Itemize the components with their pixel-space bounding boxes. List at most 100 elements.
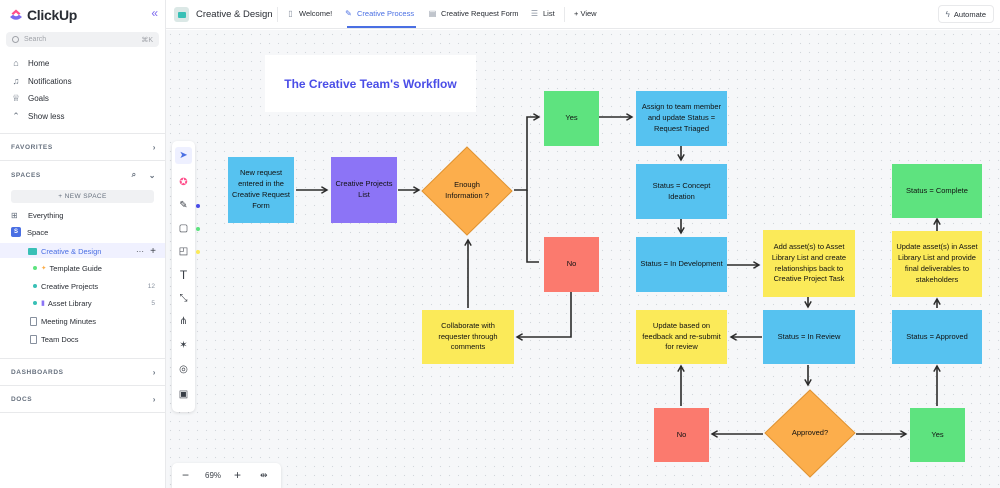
flow-node-concept-ideation[interactable]: Status = Concept Ideation: [636, 164, 727, 219]
zoom-in-button[interactable]: +: [234, 468, 242, 482]
connector-tool-icon[interactable]: ⤡: [179, 293, 188, 304]
whiteboard-toolbar: ➤ ✪ ✎ ▢ ◰ T ⤡ ⋔ ✶ ◎ ▣: [172, 141, 195, 412]
nav-goals[interactable]: ♕ Goals: [11, 91, 161, 105]
automate-button[interactable]: ϟ Automate: [937, 5, 994, 23]
app-name: ClickUp: [27, 7, 78, 23]
doc-icon: ▯: [288, 9, 293, 18]
chevron-right-icon: ›: [152, 143, 156, 152]
chevron-down-icon[interactable]: ⌄: [148, 170, 156, 180]
tab-label: Welcome!: [299, 9, 333, 18]
globe-tool-icon[interactable]: ◎: [179, 364, 188, 375]
flow-node-complete[interactable]: Status = Complete: [892, 164, 982, 218]
flow-decision-enough-info[interactable]: Enough Information ?: [420, 145, 514, 237]
flow-node-update-feedback[interactable]: Update based on feedback and re-submit f…: [636, 310, 727, 364]
home-icon: ⌂: [13, 58, 19, 68]
diamond-shape: [764, 389, 856, 478]
nav-show-less[interactable]: ⌃ Show less: [11, 109, 161, 123]
automate-label: Automate: [953, 9, 986, 19]
tab-creative-process[interactable]: ✎ Creative Process: [344, 9, 414, 18]
logo[interactable]: ClickUp «: [8, 6, 158, 24]
nav-home[interactable]: ⌂ Home: [11, 56, 161, 70]
more-icon[interactable]: ···: [136, 246, 144, 256]
tab-list[interactable]: ☰ List: [530, 9, 555, 18]
add-icon[interactable]: +: [150, 245, 156, 257]
divider: [564, 7, 565, 22]
spaces-header[interactable]: SPACES ⌕ ⌄: [11, 170, 156, 180]
whiteboard-title[interactable]: The Creative Team's Workflow: [265, 55, 476, 112]
space-title[interactable]: Creative & Design: [196, 9, 273, 20]
folder-label: Creative & Design: [41, 246, 102, 256]
list-count: 12: [147, 282, 155, 290]
collapse-sidebar-icon[interactable]: «: [151, 6, 158, 20]
status-dot: [33, 284, 37, 288]
status-dot: [33, 266, 37, 270]
color-dot: [196, 250, 200, 254]
image-tool-icon[interactable]: ▣: [178, 389, 189, 400]
list-item[interactable]: Creative Projects 12: [33, 279, 155, 293]
sidebar: ClickUp « Search ⌘K ⌂ Home ♫ Notificatio…: [0, 0, 166, 488]
tab-label: List: [543, 9, 555, 18]
flow-node-in-review[interactable]: Status = In Review: [763, 310, 855, 364]
sidebar-item-everything[interactable]: ⊞ Everything: [11, 208, 161, 222]
grid-icon: ⊞: [11, 210, 18, 220]
active-folder-highlight: [0, 243, 165, 258]
flow-node-assign[interactable]: Assign to team member and update Status …: [636, 91, 727, 146]
status-dot: [33, 301, 37, 305]
nav-goals-label: Goals: [28, 93, 49, 103]
divider: [277, 7, 278, 22]
book-icon: ▮: [41, 300, 45, 307]
flow-node-no[interactable]: No: [654, 408, 709, 462]
diamond-shape: [421, 146, 513, 236]
divider: [0, 358, 165, 359]
flow-node-in-development[interactable]: Status = In Development: [636, 237, 727, 292]
tab-welcome[interactable]: ▯ Welcome!: [286, 9, 332, 18]
zoom-out-button[interactable]: −: [182, 468, 190, 482]
list-item[interactable]: ▮ Asset Library 5: [33, 296, 155, 310]
dashboards-header[interactable]: DASHBOARDS ›: [11, 368, 156, 377]
bell-icon: ♫: [12, 76, 20, 86]
magic-tool-icon[interactable]: ✶: [179, 340, 188, 351]
bolt-icon: ϟ: [945, 9, 950, 19]
ai-tool-icon[interactable]: ✪: [179, 177, 188, 188]
sidebar-item-creative-design[interactable]: Creative & Design ··· +: [28, 244, 156, 258]
doc-item[interactable]: Meeting Minutes: [30, 314, 155, 328]
flow-node-no[interactable]: No: [544, 237, 599, 292]
flow-node-add-asset[interactable]: Add asset(s) to Asset Library List and c…: [763, 230, 855, 297]
folder-icon: [28, 247, 37, 255]
flow-decision-approved[interactable]: Approved?: [763, 388, 857, 479]
search-input[interactable]: Search ⌘K: [6, 32, 159, 47]
mind-map-tool-icon[interactable]: ⋔: [179, 316, 188, 327]
zoom-level[interactable]: 69%: [205, 471, 222, 480]
docs-header[interactable]: DOCS ›: [11, 395, 156, 404]
nav-notifications[interactable]: ♫ Notifications: [11, 74, 161, 88]
tab-creative-request-form[interactable]: ▤ Creative Request Form: [428, 9, 519, 18]
flow-node-yes[interactable]: Yes: [544, 91, 599, 146]
search-spaces-icon[interactable]: ⌕: [131, 170, 137, 179]
flow-node-update-asset[interactable]: Update asset(s) in Asset Library List an…: [892, 231, 982, 297]
flow-node-yes[interactable]: Yes: [910, 408, 965, 462]
favorites-header[interactable]: FAVORITES ›: [11, 143, 156, 152]
flow-node-approved[interactable]: Status = Approved: [892, 310, 982, 364]
new-space-button[interactable]: + NEW SPACE: [11, 190, 154, 203]
trophy-icon: ♕: [11, 92, 21, 103]
doc-item[interactable]: Team Docs: [30, 332, 155, 346]
doc-icon: [30, 316, 37, 326]
flow-node-collaborate[interactable]: Collaborate with requester through comme…: [422, 310, 514, 364]
doc-label: Team Docs: [41, 334, 79, 344]
shape-tool-icon[interactable]: ▢: [178, 223, 189, 234]
add-view-button[interactable]: + View: [574, 9, 597, 18]
pen-tool-icon[interactable]: ✎: [179, 200, 188, 211]
fit-to-screen-icon[interactable]: ⇹: [260, 470, 268, 480]
divider: [0, 133, 165, 134]
flow-node-new-request[interactable]: New request entered in the Creative Requ…: [228, 157, 294, 223]
flow-node-projects-list[interactable]: Creative Projects List: [331, 157, 397, 223]
nav-home-label: Home: [28, 58, 50, 68]
tab-label: Creative Request Form: [441, 9, 519, 18]
decision-label: Enough Information ?: [445, 180, 489, 200]
sticky-note-tool-icon[interactable]: ◰: [178, 246, 189, 257]
sidebar-item-space[interactable]: S Space: [11, 225, 161, 239]
topbar: Creative & Design ▯ Welcome! ✎ Creative …: [166, 0, 1000, 29]
list-item[interactable]: ✦ Template Guide: [33, 261, 155, 275]
select-tool-icon[interactable]: ➤: [175, 147, 192, 164]
text-tool-icon[interactable]: T: [179, 267, 188, 282]
